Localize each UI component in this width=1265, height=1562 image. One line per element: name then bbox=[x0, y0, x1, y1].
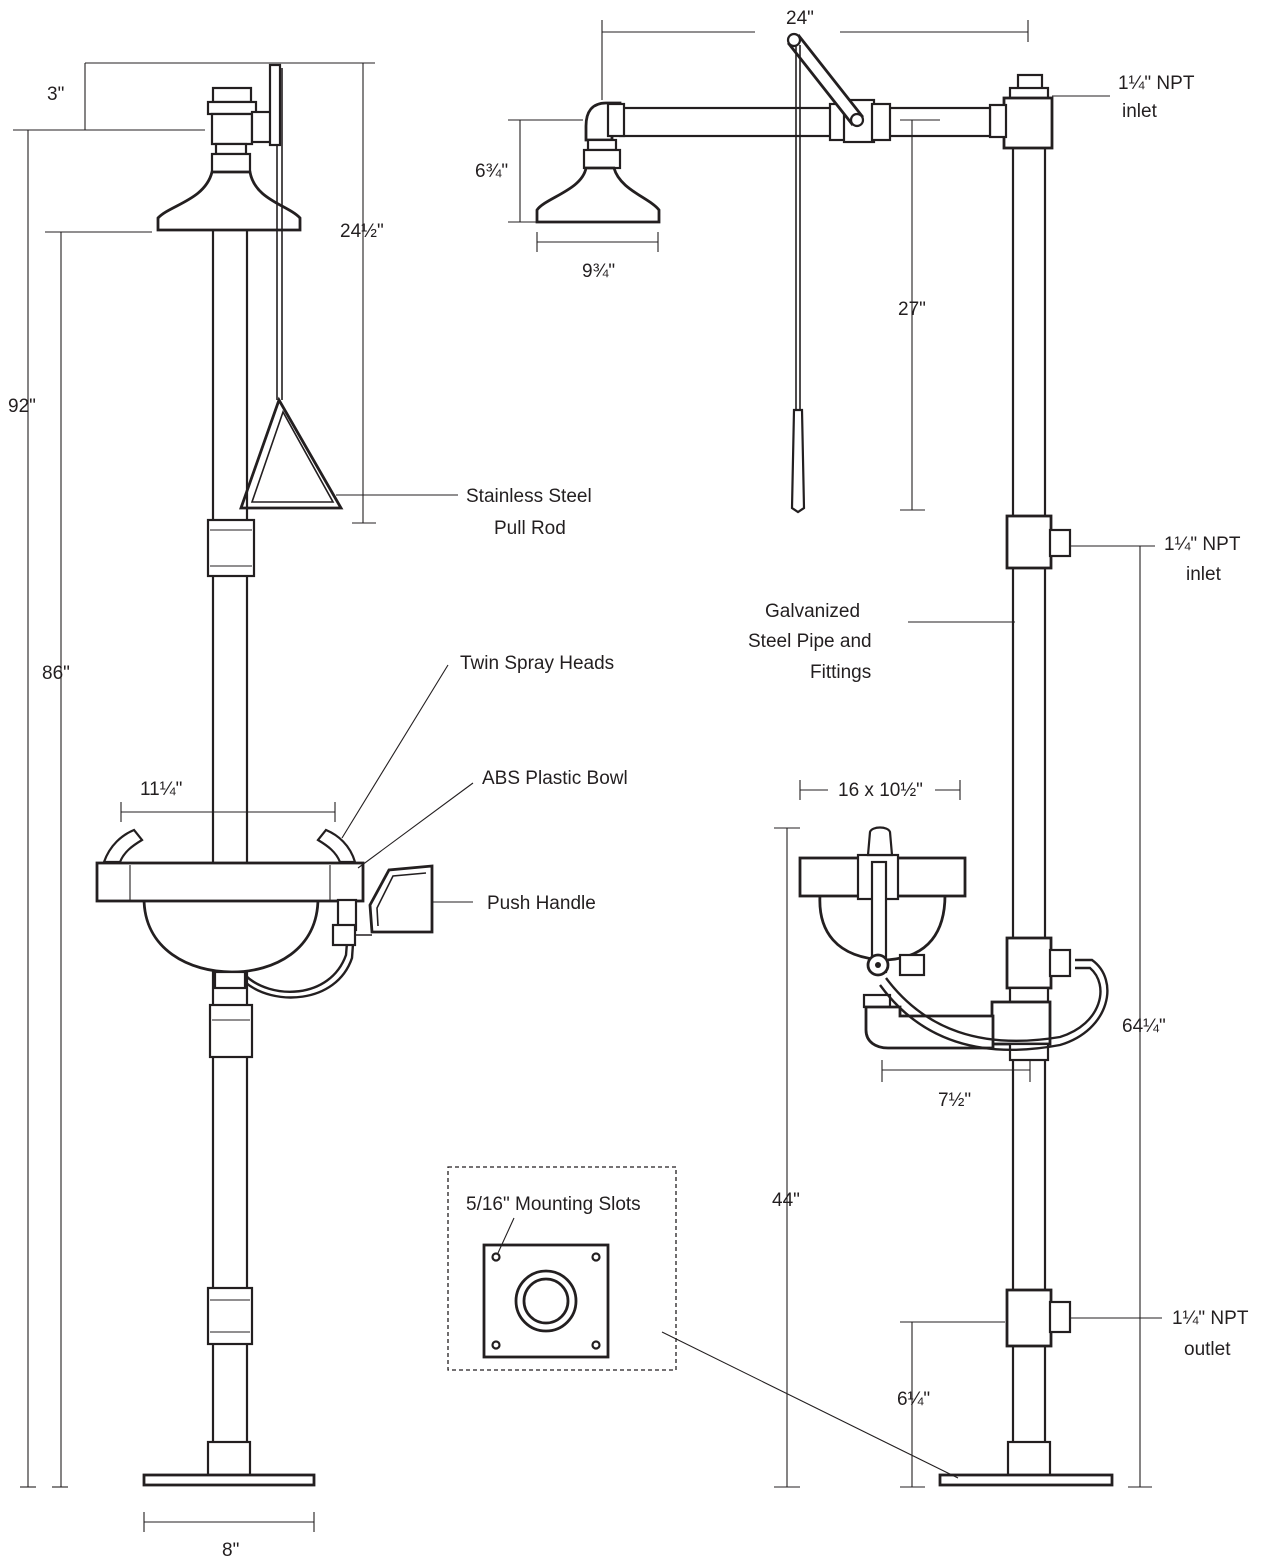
callout-pipe-line3: Fittings bbox=[810, 662, 871, 683]
side-pull-handle bbox=[790, 408, 806, 514]
callout-pipe-line1: Galvanized bbox=[765, 601, 860, 622]
callout-outlet-line1: 1¼" NPT bbox=[1172, 1308, 1249, 1329]
detail-dashed-frame bbox=[447, 1166, 677, 1371]
side-head-nut bbox=[582, 148, 622, 170]
front-drain-nut bbox=[213, 970, 247, 990]
front-elbow bbox=[210, 112, 254, 146]
dim-bowl-height: 44" bbox=[772, 1190, 800, 1211]
side-arm-pipe bbox=[618, 106, 992, 138]
side-base-plate bbox=[938, 1473, 1114, 1487]
front-top-cap bbox=[211, 86, 253, 104]
front-drain-trap bbox=[208, 1003, 254, 1059]
side-spray-head bbox=[866, 826, 894, 857]
callout-spray-heads: Twin Spray Heads bbox=[460, 653, 614, 674]
dim-head-offset: 3" bbox=[47, 84, 64, 105]
front-dimensions: 3" 92" 86" 24½" 11¼" 8" bbox=[8, 62, 384, 1561]
front-valve bbox=[331, 923, 357, 947]
side-dimensions: 24" 6¾" 9¾" 27" 16 x 10½" 7½" 44" bbox=[475, 8, 1166, 1488]
dim-inlet-height: 64¼" bbox=[1122, 1016, 1166, 1037]
side-view bbox=[535, 32, 1114, 1487]
dim-bowl-size: 16 x 10½" bbox=[838, 780, 923, 801]
front-callouts: Stainless Steel Pull Rod Twin Spray Head… bbox=[336, 486, 628, 914]
callout-bowl: ABS Plastic Bowl bbox=[482, 768, 628, 789]
front-hose bbox=[244, 929, 350, 993]
side-lower-tee bbox=[990, 1000, 1052, 1046]
detail-pipe-inner bbox=[522, 1277, 570, 1325]
callout-top-inlet-line1: 1¼" NPT bbox=[1118, 73, 1195, 94]
side-tee-branch bbox=[988, 103, 1008, 139]
front-view bbox=[95, 63, 434, 1487]
side-top-tee bbox=[1002, 96, 1054, 150]
side-callouts: 1¼" NPT inlet 1¼" NPT inlet Galvanized S… bbox=[748, 73, 1249, 1360]
callout-top-inlet-line2: inlet bbox=[1122, 101, 1158, 122]
dim-outlet-height: 6¼" bbox=[897, 1389, 930, 1410]
front-coupling-upper bbox=[206, 518, 256, 578]
detail-slot-3 bbox=[491, 1340, 501, 1350]
front-spray-head-right bbox=[316, 828, 357, 864]
detail-mounting-slots-label: 5/16" Mounting Slots bbox=[466, 1194, 641, 1215]
detail-leader bbox=[661, 1331, 959, 1479]
front-bowl-basin bbox=[142, 896, 320, 974]
side-valve-right bbox=[870, 102, 892, 142]
front-bowl-rim bbox=[95, 861, 365, 903]
front-pull-handle-inner bbox=[250, 410, 335, 503]
front-spray-head-left bbox=[102, 828, 144, 864]
callout-push-handle: Push Handle bbox=[487, 893, 596, 914]
dim-bowl-width: 11¼" bbox=[140, 779, 182, 800]
detail-slot-4 bbox=[591, 1340, 601, 1350]
base-plate-detail: 5/16" Mounting Slots bbox=[447, 1166, 959, 1479]
dim-bowl-offset: 7½" bbox=[938, 1090, 971, 1111]
callout-pull-rod-line1: Stainless Steel bbox=[466, 486, 592, 507]
front-base-plate bbox=[142, 1473, 316, 1487]
side-mid-tee bbox=[1005, 514, 1053, 570]
dim-arm-length: 24" bbox=[786, 8, 814, 29]
front-pull-handle bbox=[239, 396, 344, 510]
front-top-coupling bbox=[206, 100, 258, 116]
side-base-flange bbox=[1006, 1440, 1052, 1478]
front-push-handle bbox=[368, 864, 434, 934]
detail-slot-2 bbox=[591, 1252, 601, 1262]
side-drain-pipe bbox=[864, 1005, 995, 1050]
side-mid-inlet bbox=[1048, 528, 1072, 558]
side-shower-head bbox=[535, 166, 661, 224]
detail-slot-1 bbox=[491, 1252, 501, 1262]
callout-pipe-line2: Steel Pipe and bbox=[748, 631, 872, 652]
callout-pull-rod-line2: Pull Rod bbox=[494, 518, 566, 539]
front-head-nipple bbox=[214, 142, 248, 156]
front-shower-head bbox=[156, 170, 302, 232]
dim-pull-rod-length: 24½" bbox=[340, 221, 384, 242]
side-outlet bbox=[1048, 1300, 1072, 1334]
side-outlet-tee bbox=[1005, 1288, 1053, 1348]
dim-overall-height: 92" bbox=[8, 396, 36, 417]
dim-head-height: 6¾" bbox=[475, 161, 508, 182]
dim-head-diameter: 9¾" bbox=[582, 261, 615, 282]
dim-base-width: 8" bbox=[222, 1540, 239, 1561]
callout-outlet-line2: outlet bbox=[1184, 1339, 1231, 1360]
front-main-pipe bbox=[211, 223, 249, 1447]
dim-head-clearance: 86" bbox=[42, 663, 70, 684]
side-eyewash-tee bbox=[1005, 936, 1053, 990]
side-main-pipe bbox=[1011, 138, 1047, 1447]
side-hose bbox=[879, 958, 1109, 1051]
front-coupling-lower bbox=[206, 1286, 254, 1346]
front-valve-bracket bbox=[268, 63, 282, 147]
front-base-flange bbox=[206, 1440, 252, 1478]
callout-mid-inlet-line2: inlet bbox=[1186, 564, 1222, 585]
callout-mid-inlet-line1: 1¼" NPT bbox=[1164, 534, 1241, 555]
dim-rod-drop: 27" bbox=[898, 299, 926, 320]
front-head-nut bbox=[210, 152, 252, 174]
